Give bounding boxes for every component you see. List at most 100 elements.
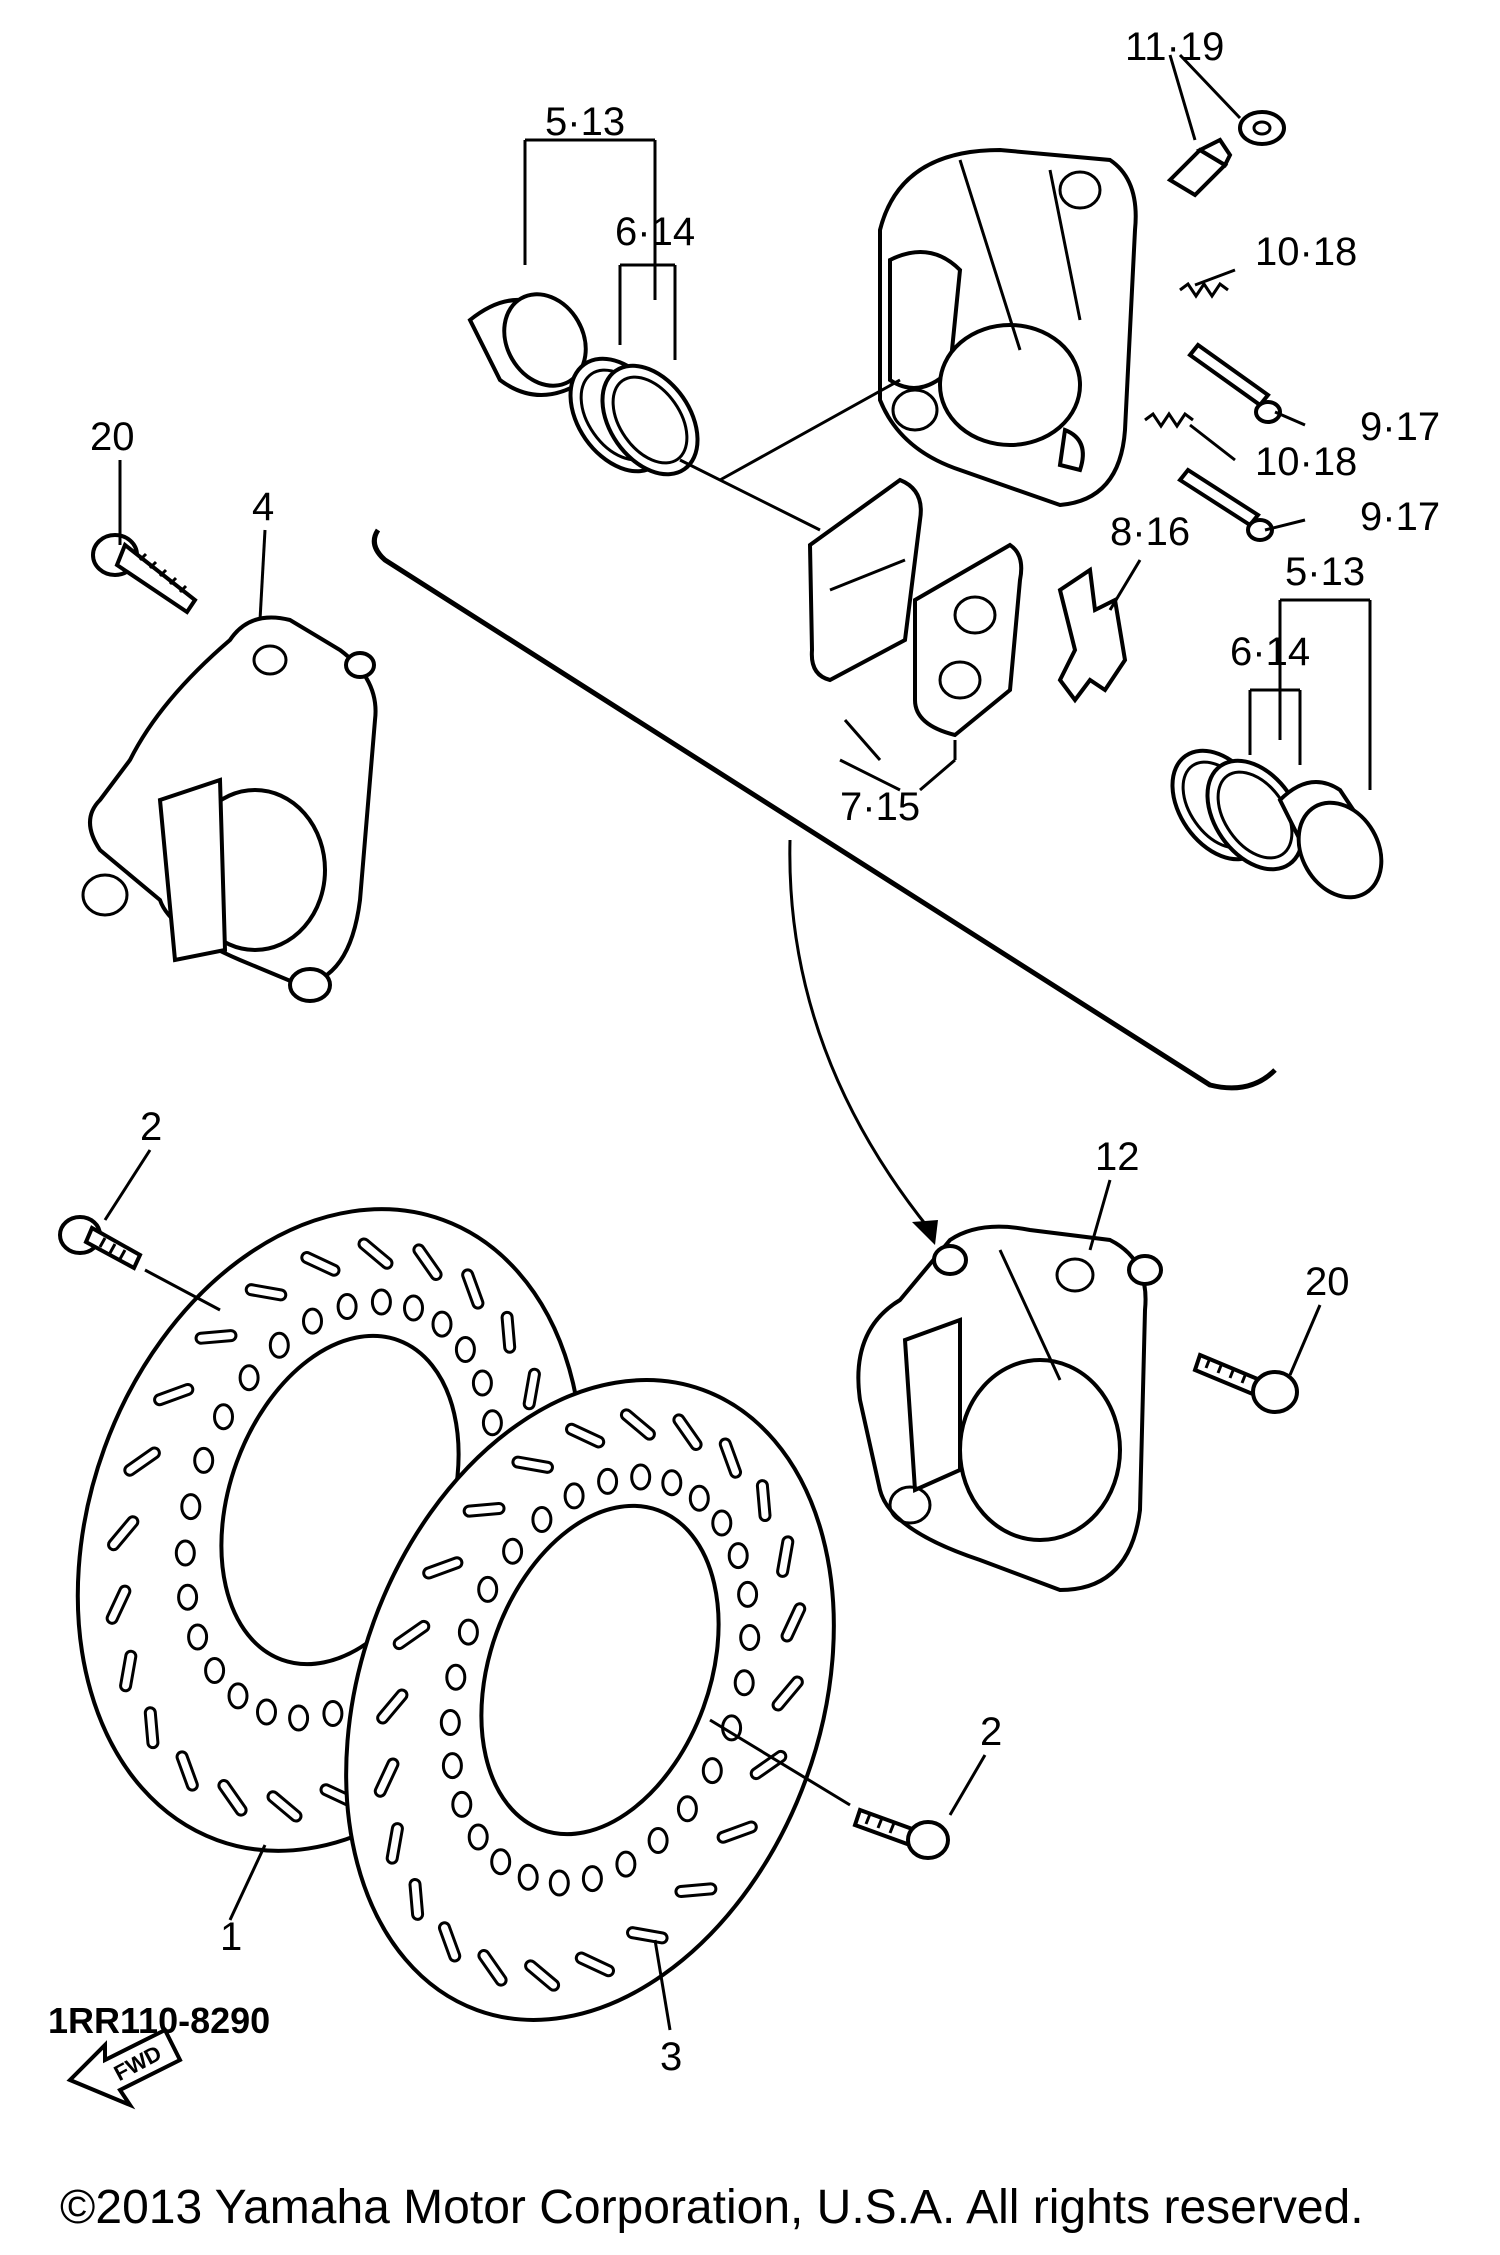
pad-bracket-7-15 — [843, 719, 957, 761]
disc-slot — [123, 1446, 161, 1477]
disc-slot — [461, 1268, 485, 1310]
disc-hole — [647, 1827, 669, 1854]
label-1: 1 — [220, 1915, 242, 1959]
assembly-arrowhead — [912, 1220, 938, 1245]
disc-slot — [522, 1367, 541, 1411]
brake-disc-3 — [344, 1378, 836, 2022]
piston-axis-line — [679, 378, 901, 532]
disc-slot — [392, 1619, 431, 1651]
bolt-20-left — [91, 533, 198, 615]
assembly-arrow — [788, 839, 932, 1231]
disc-slot — [780, 1602, 807, 1643]
disc-hole — [477, 1575, 499, 1603]
disc-slot — [462, 1501, 506, 1518]
disc-hole — [454, 1336, 476, 1363]
disc-hole — [457, 1618, 479, 1646]
disc-hole — [441, 1752, 463, 1780]
disc-hole — [502, 1537, 524, 1565]
disc-hole — [445, 1663, 467, 1691]
caliper-12 — [856, 1224, 1163, 1593]
disc-slot — [266, 1790, 303, 1823]
disc-slot — [619, 1408, 656, 1441]
disc-slot — [574, 1951, 615, 1978]
disc-slot — [477, 1949, 508, 1987]
disc-hole — [180, 1493, 202, 1521]
label-5-13-top: 5·13 — [545, 100, 625, 144]
part-code: 1RR110-8290 — [48, 2000, 271, 2041]
disc-hole — [481, 1409, 503, 1437]
label-2-left: 2 — [140, 1105, 162, 1149]
disc-hole — [661, 1469, 683, 1497]
bolt-2-left — [58, 1215, 143, 1271]
disc-slot — [408, 1877, 425, 1921]
brake-pad-rear — [913, 542, 1024, 738]
disc-slot — [107, 1515, 140, 1552]
leader-bolt2-left — [144, 1268, 221, 1312]
disc-hole — [322, 1700, 344, 1727]
disc-slot — [194, 1329, 238, 1345]
disc-slot — [565, 1422, 606, 1449]
disc-hole — [187, 1623, 209, 1651]
label-3: 3 — [660, 2035, 682, 2079]
disc-slot — [718, 1437, 743, 1479]
disc-slot — [422, 1556, 464, 1580]
spring-10-18-top — [1179, 281, 1229, 299]
disc-hole — [615, 1850, 637, 1878]
disc-slot — [626, 1926, 669, 1945]
pad-spring-8-16 — [1057, 566, 1128, 704]
disc-hole — [467, 1823, 489, 1851]
leader-bolt2-right — [709, 1718, 851, 1807]
disc-hole — [597, 1467, 619, 1495]
disc-slot — [153, 1382, 195, 1407]
label-5-13-right: 5·13 — [1285, 550, 1365, 594]
piston-5-13-right — [1277, 780, 1384, 900]
label-6-14-right: 6·14 — [1230, 630, 1310, 674]
pin-9-17-mid — [1177, 467, 1274, 542]
disc-slot — [511, 1455, 554, 1474]
disc-hole — [451, 1790, 473, 1818]
piston-5-13-top — [467, 292, 588, 397]
disc-slot — [357, 1237, 394, 1270]
caliper-4 — [81, 615, 378, 1003]
disc-hole — [737, 1580, 759, 1608]
disc-slot — [385, 1822, 404, 1865]
seal-6-14-top — [568, 356, 700, 477]
bolt-20-right — [1192, 1352, 1299, 1414]
disc-hole — [403, 1294, 424, 1322]
seal-6-14-right — [1170, 748, 1305, 872]
disc-hole — [238, 1364, 260, 1392]
disc-hole — [531, 1506, 553, 1533]
label-10-18-mid: 10·18 — [1255, 440, 1357, 484]
disc-hole — [256, 1698, 277, 1726]
disc-slot — [119, 1649, 138, 1693]
disc-hole — [548, 1869, 570, 1897]
disc-slot — [500, 1310, 517, 1354]
disc-hole — [733, 1669, 755, 1697]
disc-hole — [439, 1709, 461, 1736]
disc-slot — [672, 1413, 703, 1451]
label-4: 4 — [252, 485, 274, 529]
pin-9-17-top — [1187, 342, 1282, 424]
disc-slot — [749, 1749, 788, 1781]
disc-hole — [739, 1624, 761, 1651]
disc-slot — [143, 1706, 160, 1750]
disc-slot — [755, 1479, 772, 1523]
disc-hole — [630, 1463, 652, 1491]
disc-hole — [431, 1310, 453, 1338]
disc-slot — [300, 1251, 341, 1277]
disc-hole — [727, 1542, 749, 1570]
bleeder-valve — [1166, 110, 1286, 198]
disc-hole — [174, 1539, 196, 1567]
label-2-right: 2 — [980, 1710, 1002, 1754]
group-bracket — [371, 528, 1277, 1091]
disc-hole — [268, 1331, 290, 1359]
disc-hole — [288, 1704, 310, 1732]
disc-slot — [771, 1675, 804, 1712]
label-12: 12 — [1095, 1135, 1140, 1179]
disc-hole — [227, 1682, 249, 1710]
disc-slot — [437, 1921, 462, 1963]
label-10-18-top: 10·18 — [1255, 230, 1357, 274]
label-11-19: 11·19 — [1125, 25, 1224, 69]
disc-slot — [373, 1757, 400, 1798]
